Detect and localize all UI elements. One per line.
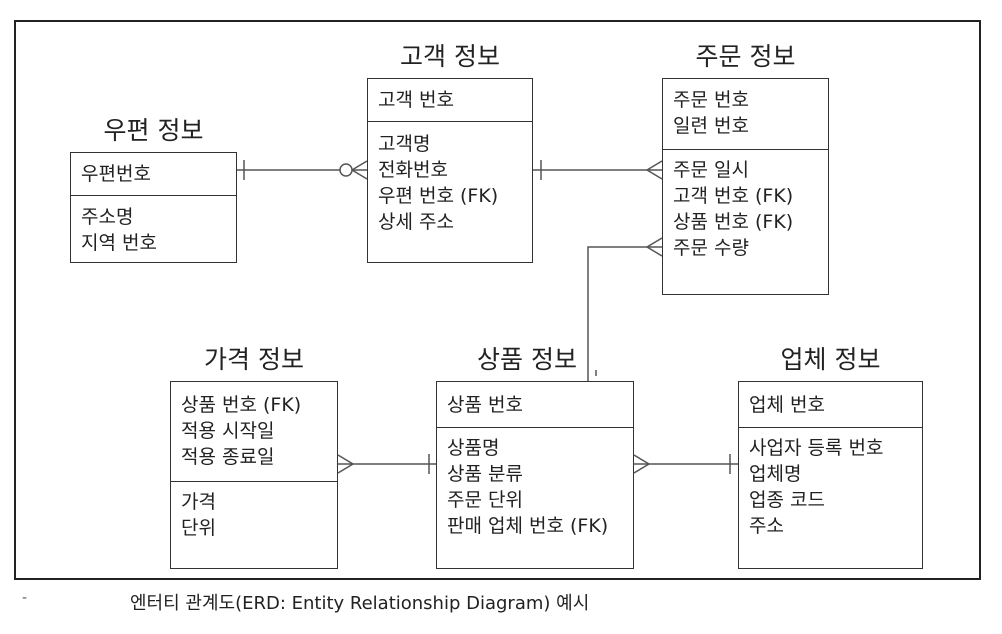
- key-field: 상품 번호: [447, 394, 523, 416]
- attribute-field: 판매 업체 번호 (FK): [447, 515, 609, 537]
- entity-order: 주문 정보 주문 번호 일련 번호 주문 일시 고객 번호 (FK) 상품 번호…: [662, 42, 829, 295]
- figure-caption: 엔터티 관계도(ERD: Entity Relationship Diagram…: [130, 593, 590, 614]
- key-field: 업체 번호: [749, 394, 825, 416]
- entity-product: 상품 정보 상품 번호 상품명 상품 분류 주문 단위 판매 업체 번호 (FK…: [436, 345, 634, 569]
- key-field: 우편번호: [81, 163, 151, 185]
- rel-price-crow-lower: [337, 463, 354, 474]
- attribute-field: 업종 코드: [749, 489, 825, 511]
- entity-box: 업체 번호 사업자 등록 번호 업체명 업종 코드 주소: [738, 381, 923, 569]
- attribute-field: 주문 일시: [673, 159, 749, 181]
- rel-order2-crow-upper: [646, 237, 663, 248]
- attribute-field: 지역 번호: [81, 232, 157, 254]
- key-section: 우편번호: [71, 153, 236, 196]
- attribute-field: 주소: [749, 515, 784, 537]
- attribute-field: 상세 주소: [378, 211, 454, 233]
- key-field: 상품 번호 (FK): [181, 394, 302, 416]
- rel-customer-crow-lower: [351, 169, 368, 180]
- entity-box: 고객 번호 고객명 전화번호 우편 번호 (FK) 상세 주소: [367, 78, 533, 263]
- rel-product-crow-lower: [633, 463, 650, 474]
- attribute-field: 고객명: [378, 133, 431, 155]
- rel-product-order: [587, 246, 662, 381]
- entity-title: 업체 정보: [780, 345, 881, 374]
- entity-title: 주문 정보: [695, 42, 796, 71]
- attribute-section: 고객명 전화번호 우편 번호 (FK) 상세 주소: [368, 122, 532, 241]
- entity-title: 우편 정보: [103, 116, 204, 145]
- attribute-field: 전화번호: [378, 159, 448, 181]
- entity-customer: 고객 정보 고객 번호 고객명 전화번호 우편 번호 (FK) 상세 주소: [367, 42, 533, 263]
- key-field: 적용 종료일: [181, 446, 275, 468]
- attribute-field: 주소명: [81, 206, 134, 228]
- entity-title: 고객 정보: [400, 42, 500, 71]
- rel-customer-zero-mark: [339, 163, 353, 177]
- diagram-frame: [14, 20, 981, 580]
- attribute-section: 주문 일시 고객 번호 (FK) 상품 번호 (FK) 주문 수량: [663, 150, 828, 267]
- attribute-field: 가격: [181, 491, 216, 513]
- attribute-field: 사업자 등록 번호: [749, 437, 884, 459]
- attribute-field: 상품명: [447, 437, 500, 459]
- key-field: 적용 시작일: [181, 420, 275, 442]
- rel-order-crow-lower: [646, 169, 663, 180]
- attribute-field: 우편 번호 (FK): [378, 185, 499, 207]
- attribute-section: 사업자 등록 번호 업체명 업종 코드 주소: [739, 428, 922, 545]
- entity-box: 상품 번호 (FK) 적용 시작일 적용 종료일 가격 단위: [170, 381, 338, 569]
- entity-box: 주문 번호 일련 번호 주문 일시 고객 번호 (FK) 상품 번호 (FK) …: [662, 78, 829, 295]
- rel-product-crow-upper: [633, 454, 650, 465]
- attribute-section: 상품명 상품 분류 주문 단위 판매 업체 번호 (FK): [437, 428, 633, 545]
- key-section: 상품 번호 (FK) 적용 시작일 적용 종료일: [171, 382, 337, 482]
- entity-title: 상품 정보: [477, 345, 577, 374]
- attribute-field: 상품 분류: [447, 463, 523, 485]
- entity-price: 가격 정보 상품 번호 (FK) 적용 시작일 적용 종료일 가격 단위: [170, 345, 338, 569]
- key-section: 주문 번호 일련 번호: [663, 79, 828, 150]
- attribute-field: 단위: [181, 517, 216, 539]
- entity-box: 상품 번호 상품명 상품 분류 주문 단위 판매 업체 번호 (FK): [436, 381, 634, 569]
- key-section: 고객 번호: [368, 79, 532, 122]
- caption-mark: -: [22, 590, 28, 606]
- entity-title: 가격 정보: [204, 345, 304, 374]
- attribute-field: 고객 번호 (FK): [673, 185, 794, 207]
- rel-customer-crow-upper: [351, 160, 368, 171]
- rel-price-crow-upper: [337, 454, 354, 465]
- key-section: 업체 번호: [739, 382, 922, 428]
- key-field: 일련 번호: [673, 115, 749, 137]
- attribute-field: 업체명: [749, 463, 802, 485]
- attribute-field: 주문 수량: [673, 237, 749, 259]
- attribute-field: 상품 번호 (FK): [673, 211, 794, 233]
- rel-order-crow-upper: [646, 160, 663, 171]
- attribute-section: 가격 단위: [171, 482, 337, 547]
- key-section: 상품 번호: [437, 382, 633, 428]
- key-field: 고객 번호: [378, 89, 454, 111]
- attribute-section: 주소명 지역 번호: [71, 196, 236, 262]
- entity-vendor: 업체 정보 업체 번호 사업자 등록 번호 업체명 업종 코드 주소: [738, 345, 923, 569]
- rel-order2-crow-lower: [646, 246, 663, 257]
- entity-postal: 우편 정보 우편번호 주소명 지역 번호: [70, 116, 237, 263]
- key-field: 주문 번호: [673, 89, 749, 111]
- attribute-field: 주문 단위: [447, 489, 523, 511]
- entity-box: 우편번호 주소명 지역 번호: [70, 152, 237, 263]
